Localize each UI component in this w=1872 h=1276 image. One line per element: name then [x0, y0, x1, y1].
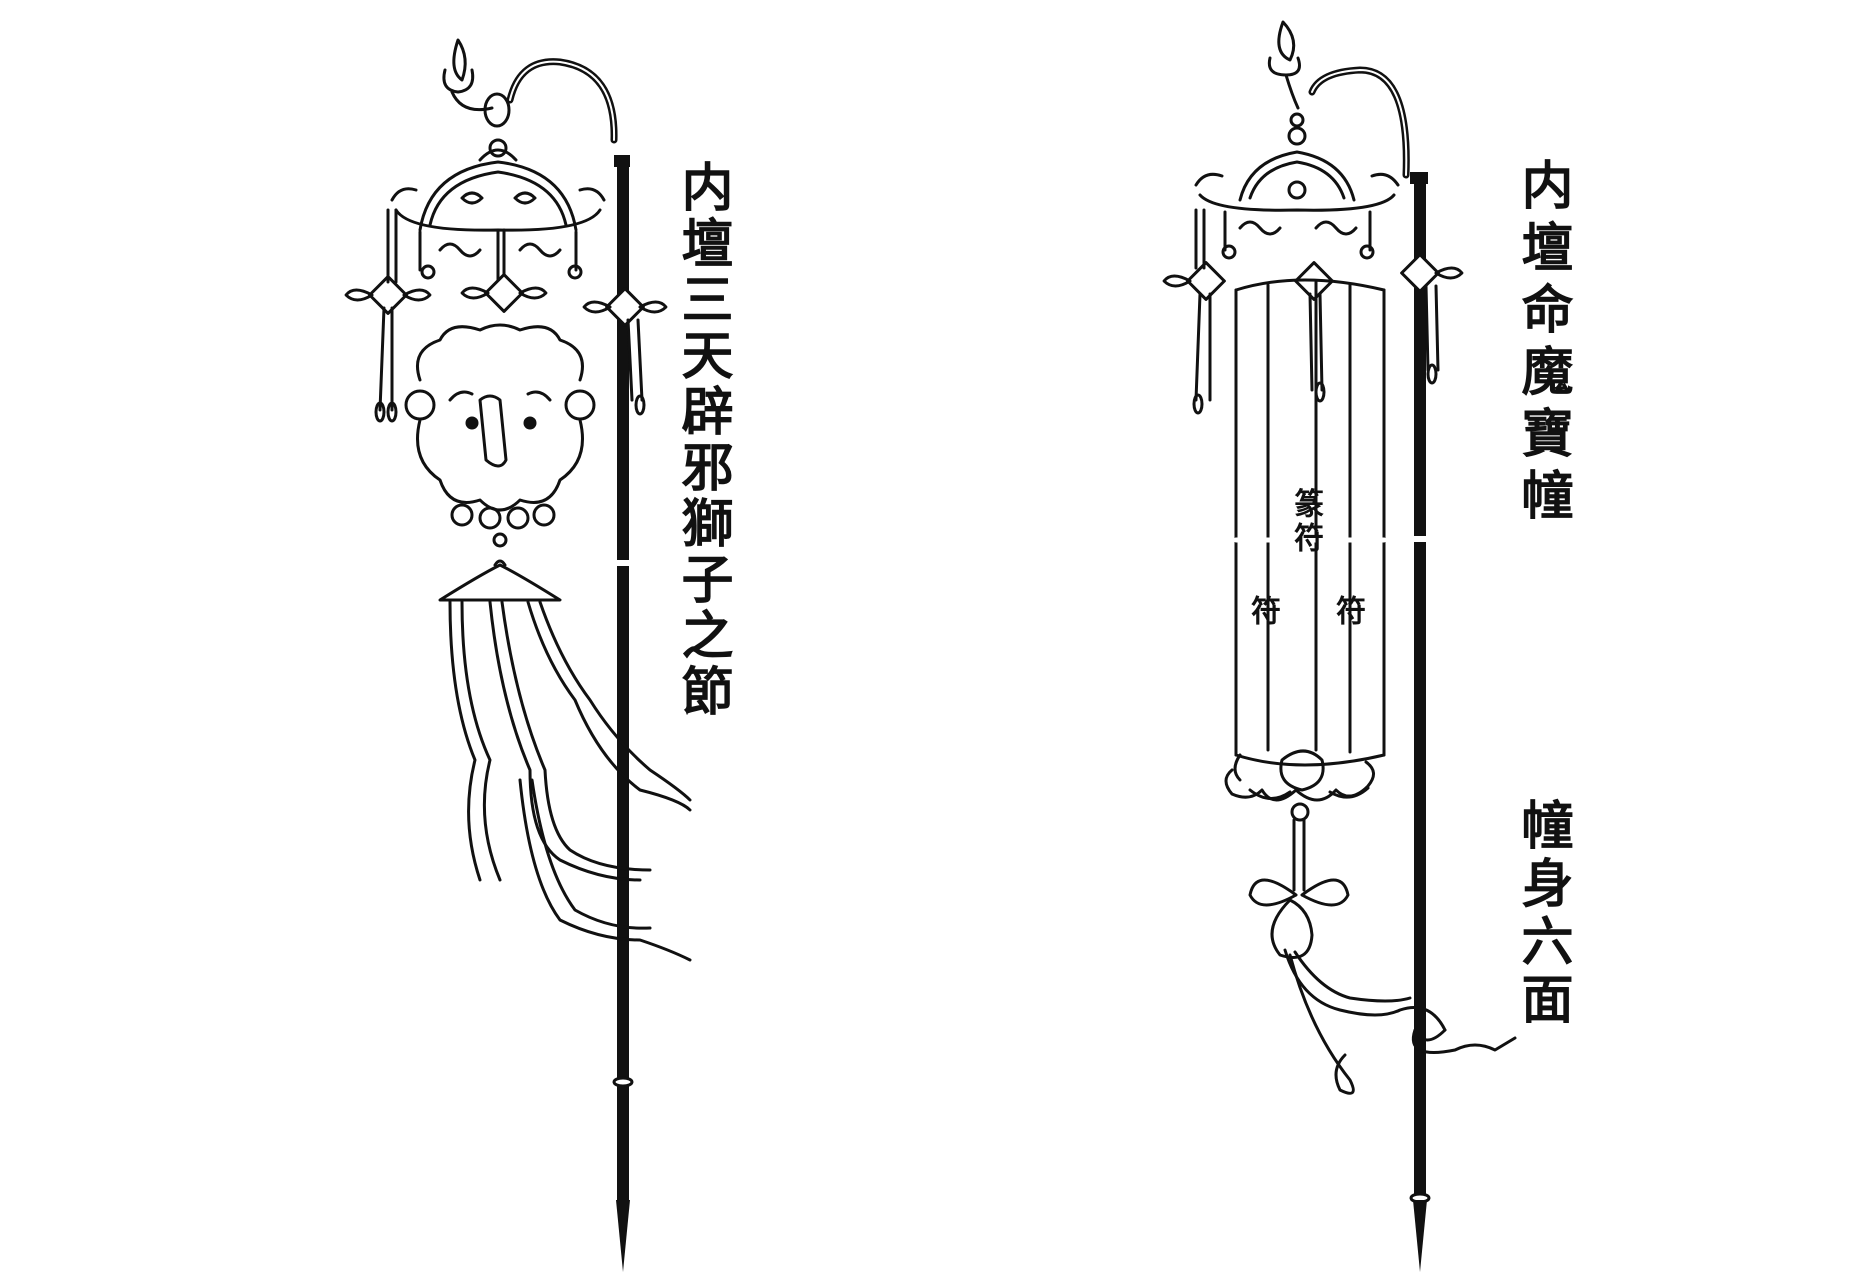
banner-text-center: 篆符 [1288, 488, 1323, 556]
left-streamers [438, 559, 692, 962]
right-finial-icon [1267, 20, 1307, 146]
left-staff-figure [344, 38, 692, 1272]
left-lion-mask [404, 323, 596, 548]
right-canopy [1194, 150, 1400, 260]
right-figure-caption: 内壇命魔寶幢 [1512, 158, 1573, 530]
right-pole [1308, 66, 1431, 1272]
left-finial-icon [442, 38, 511, 128]
left-tassel-knots-icon [344, 208, 668, 423]
left-figure-caption: 内壇三天辟邪獅子之節 [672, 160, 733, 720]
banner-text-right: 符 [1330, 595, 1365, 629]
right-ribbon-bow [1248, 818, 1517, 1095]
right-lotus-base-icon [1224, 749, 1375, 822]
left-canopy [390, 138, 606, 302]
banner-text-left: 符 [1245, 595, 1280, 629]
right-staff-figure [1162, 20, 1517, 1272]
right-banner-body [1233, 278, 1387, 767]
right-figure-note: 幢身六面 [1512, 798, 1573, 1030]
